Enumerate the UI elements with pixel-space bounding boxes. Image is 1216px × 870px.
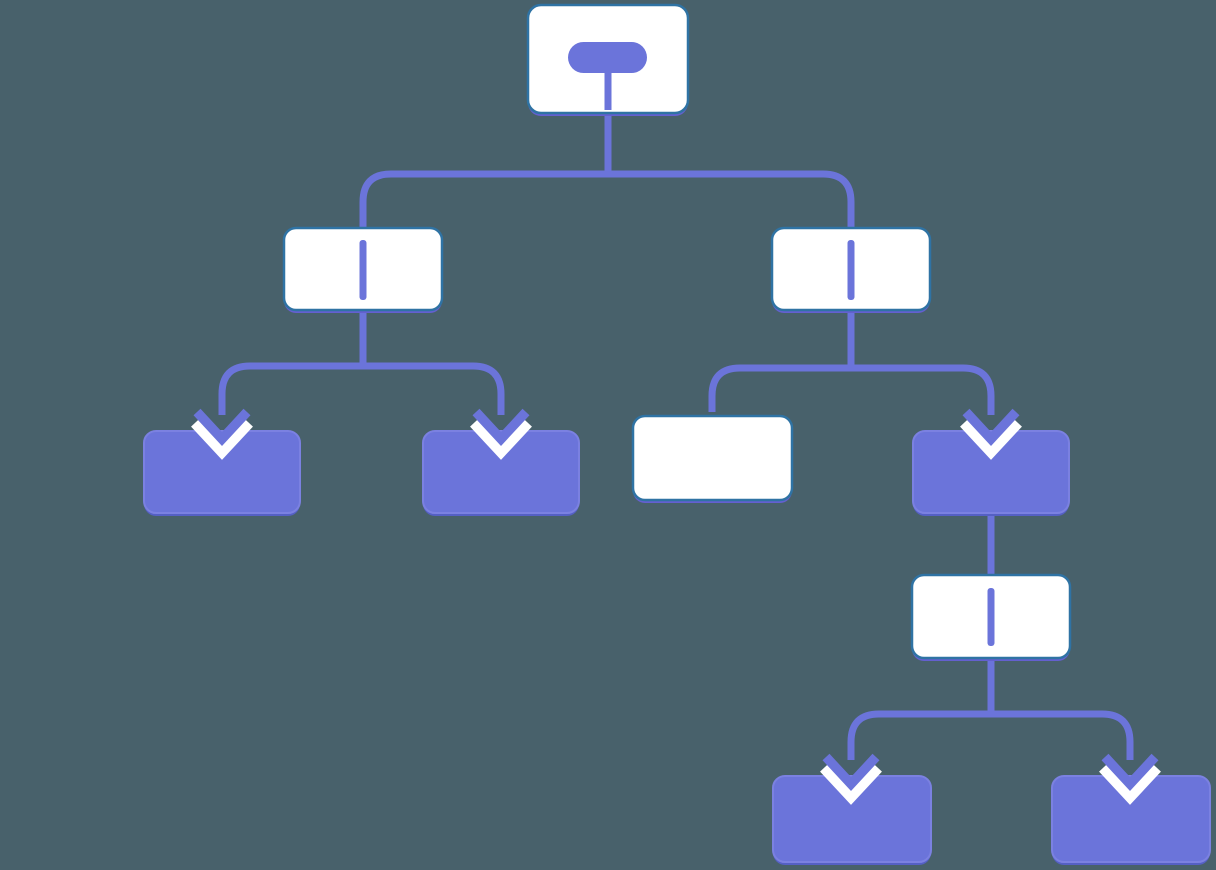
arrowhead-leaf-5 xyxy=(1099,753,1161,805)
arrowheads xyxy=(191,408,1161,805)
node-leaf-1 xyxy=(143,430,301,516)
branch-left-bar xyxy=(359,240,367,300)
arrowhead-highlight xyxy=(470,417,532,460)
arrowhead-chevron xyxy=(193,408,251,446)
node-leaf-2-card xyxy=(422,430,580,514)
edge-branch-left-leaves xyxy=(218,362,505,415)
node-leaf-1-card xyxy=(143,430,301,514)
branch-sub-bar xyxy=(987,588,995,646)
arrowhead-leaf-2 xyxy=(470,408,532,460)
node-leaf-3-card xyxy=(912,430,1070,514)
arrowhead-highlight xyxy=(820,762,882,805)
arrowhead-highlight xyxy=(1099,762,1161,805)
nodes xyxy=(143,3,1211,865)
edge-branch-right-children xyxy=(708,364,995,415)
arrowhead-chevron xyxy=(1101,753,1159,791)
node-leaf-2 xyxy=(422,430,580,516)
node-leaf-5 xyxy=(1051,775,1211,865)
node-placeholders xyxy=(359,42,995,646)
arrowhead-chevron xyxy=(962,408,1020,446)
edges xyxy=(218,105,1134,760)
node-leaf-3 xyxy=(912,430,1070,516)
arrowhead-chevron xyxy=(472,408,530,446)
edge-root-branches xyxy=(359,170,855,235)
root-pill-placeholder xyxy=(568,42,647,73)
node-leaf-4 xyxy=(772,775,932,865)
arrowhead-highlight xyxy=(960,417,1022,460)
arrowhead-chevron xyxy=(822,753,880,791)
edge-branch-sub-leaves xyxy=(847,710,1134,760)
node-white xyxy=(631,414,794,503)
branch-right-bar xyxy=(847,240,855,300)
root-pill-stem xyxy=(604,70,612,110)
arrowhead-leaf-3 xyxy=(960,408,1022,460)
arrowhead-leaf-4 xyxy=(820,753,882,805)
arrowhead-leaf-1 xyxy=(191,408,253,460)
arrowhead-highlight xyxy=(191,417,253,460)
node-white-card xyxy=(631,414,794,502)
